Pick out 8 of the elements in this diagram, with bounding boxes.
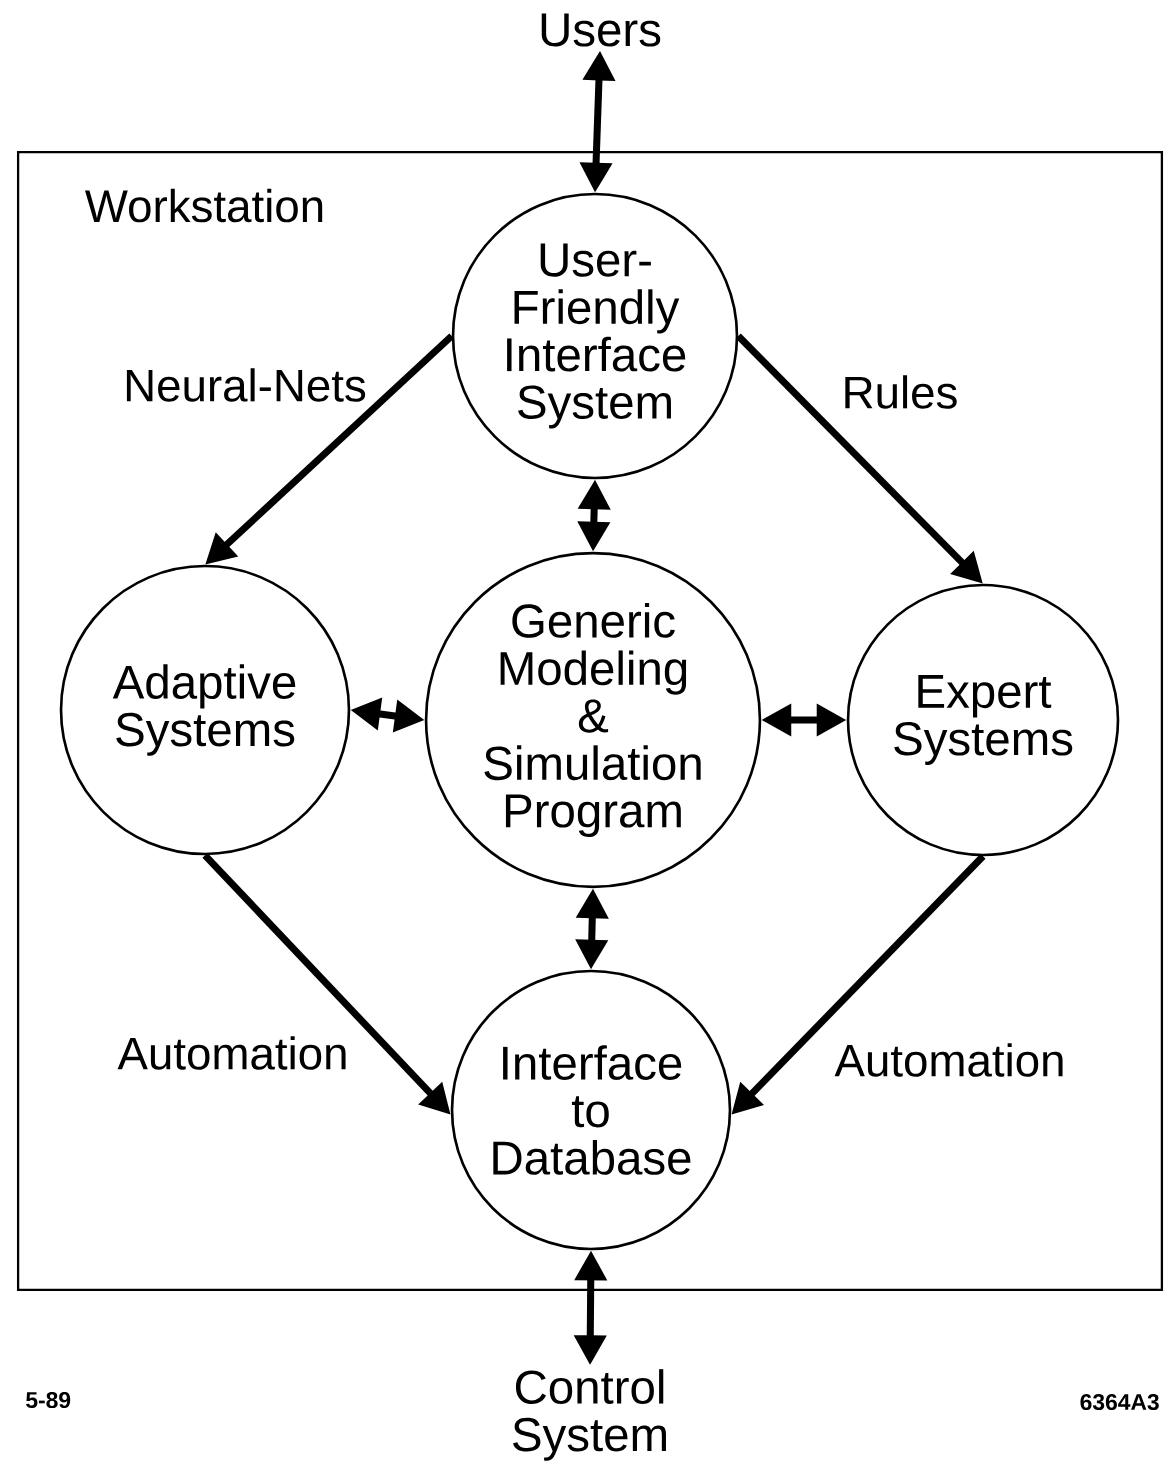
edge-label: Automation bbox=[115, 1034, 351, 1072]
text-label: Users bbox=[541, 13, 661, 47]
figure-code: 5-89 bbox=[26, 1391, 71, 1409]
edge-label: Neural-Nets bbox=[121, 366, 369, 404]
figure-code: 6364A3 bbox=[1080, 1393, 1159, 1411]
text-label: Control System bbox=[513, 1369, 666, 1461]
edge-label: Automation bbox=[832, 1041, 1068, 1079]
edge-label: Rules bbox=[839, 373, 961, 411]
